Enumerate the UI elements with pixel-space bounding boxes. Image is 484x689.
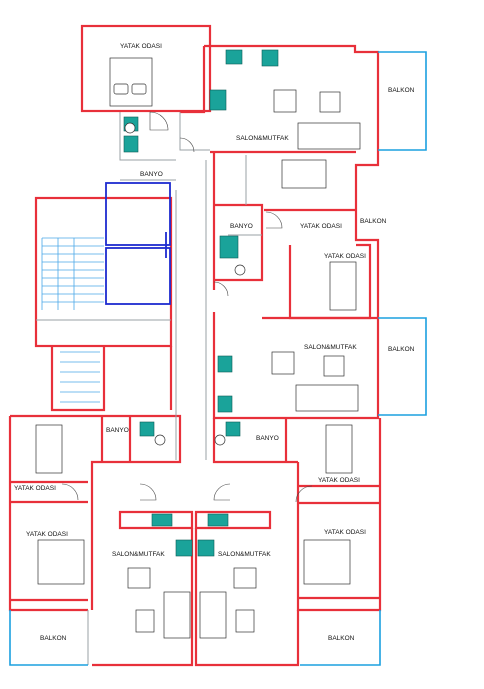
label-bed-left-b: YATAK ODASI [26,531,68,538]
room-labels: YATAK ODASI SALON&MUTFAK BALKON BANYO BA… [14,43,415,642]
label-salon-mid: SALON&MUTFAK [304,344,357,351]
label-balkon-bl: BALKON [40,635,67,642]
label-balkon-mid: BALKON [388,346,415,353]
label-balkon-top: BALKON [388,87,415,94]
bed-icon [35,57,357,585]
stair-icon [41,237,104,403]
wall-lines [8,24,382,667]
label-bed-mid-b: YATAK ODASI [324,253,366,260]
sofa-icon [163,122,361,639]
label-bed-right-b: YATAK ODASI [324,529,366,536]
label-salon-top: SALON&MUTFAK [236,135,289,142]
label-banyo-mid: BANYO [230,223,253,230]
label-balkon-mid-small: BALKON [360,218,387,225]
sink-icon [123,89,241,437]
balcony-rails [9,51,427,666]
label-bed-top: YATAK ODASI [120,43,162,50]
label-bed-left-a: YATAK ODASI [14,485,56,492]
stove-icon [151,49,279,557]
table-icon [135,91,345,633]
label-banyo-top: BANYO [140,171,163,178]
armchair-icon [127,89,297,589]
elevator-core [105,182,171,305]
label-banyo-left: BANYO [106,427,129,434]
door-swing-icon [61,111,313,503]
label-bed-right-a: YATAK ODASI [318,477,360,484]
label-balkon-br: BALKON [328,635,355,642]
toilet-icon [124,122,246,446]
label-banyo-right: BANYO [256,435,279,442]
label-bed-mid-a: YATAK ODASI [300,223,342,230]
label-salon-br: SALON&MUTFAK [218,551,271,558]
label-salon-bl: SALON&MUTFAK [112,551,165,558]
